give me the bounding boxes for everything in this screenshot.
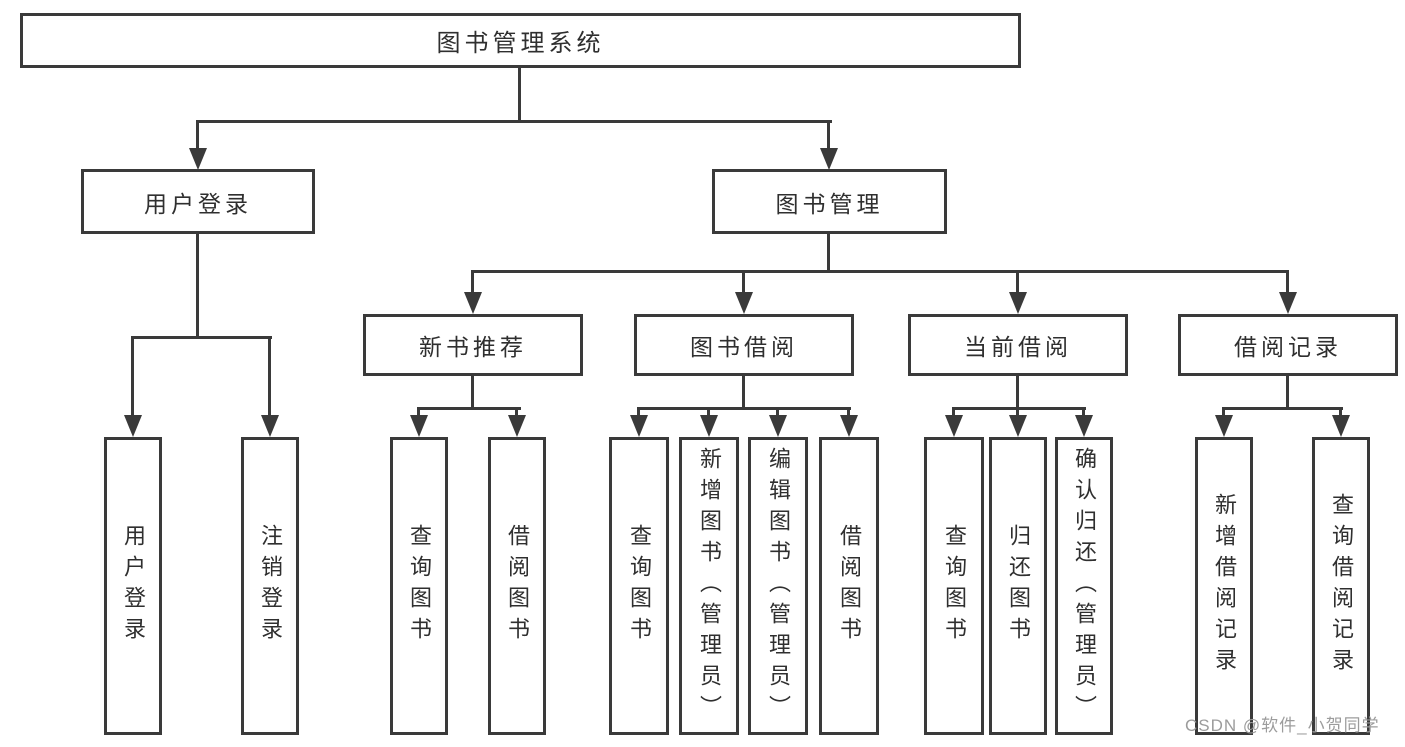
- connector-stem: [417, 407, 420, 417]
- connector-userlogin-bar: [131, 336, 272, 339]
- node-cb-return-books: 归还图书: [989, 437, 1047, 735]
- connector-bookmgmt-bar: [471, 270, 1289, 273]
- arrowhead-down-icon: [1332, 415, 1350, 437]
- arrowhead-down-icon: [1009, 292, 1027, 314]
- arrowhead-down-icon: [1009, 415, 1027, 437]
- node-book-management: 图书管理: [712, 169, 947, 234]
- arrowhead-down-icon: [1215, 415, 1233, 437]
- connector-bb-drop: [742, 376, 745, 410]
- connector-br-drop: [1286, 376, 1289, 410]
- connector-cb-drop: [1016, 376, 1019, 410]
- node-br-query-record: 查询借阅记录: [1312, 437, 1370, 735]
- arrowhead-down-icon: [124, 415, 142, 437]
- connector-nbr-bar: [417, 407, 521, 410]
- arrowhead-down-icon: [410, 415, 428, 437]
- connector-stem: [515, 407, 518, 417]
- node-cb-query-books: 查询图书: [924, 437, 984, 735]
- node-user-login: 用户登录: [81, 169, 315, 234]
- connector-stem: [268, 336, 271, 419]
- arrowhead-down-icon: [1279, 292, 1297, 314]
- node-cb-confirm-return-admin: 确认归还（管理员）: [1055, 437, 1113, 735]
- node-bb-query-books: 查询图书: [609, 437, 669, 735]
- connector-root-bar: [196, 120, 832, 123]
- arrowhead-down-icon: [820, 148, 838, 170]
- arrowhead-down-icon: [700, 415, 718, 437]
- connector-stem: [1016, 270, 1019, 296]
- connector-stem: [827, 120, 830, 152]
- arrowhead-down-icon: [1075, 415, 1093, 437]
- connector-stem: [1082, 407, 1085, 417]
- connector-userlogin-drop: [196, 234, 199, 339]
- connector-stem: [707, 407, 710, 417]
- arrowhead-down-icon: [464, 292, 482, 314]
- arrowhead-down-icon: [508, 415, 526, 437]
- arrowhead-down-icon: [189, 148, 207, 170]
- arrowhead-down-icon: [630, 415, 648, 437]
- arrowhead-down-icon: [840, 415, 858, 437]
- connector-stem: [1339, 407, 1342, 417]
- node-bb-add-books-admin: 新增图书（管理员）: [679, 437, 739, 735]
- node-borrow-records: 借阅记录: [1178, 314, 1398, 376]
- connector-root-drop: [518, 68, 521, 123]
- node-nbr-borrow-books: 借阅图书: [488, 437, 546, 735]
- node-book-borrowing: 图书借阅: [634, 314, 854, 376]
- connector-bb-bar: [637, 407, 851, 410]
- connector-stem: [196, 120, 199, 152]
- connector-cb-bar: [952, 407, 1086, 410]
- node-br-add-record: 新增借阅记录: [1195, 437, 1253, 735]
- node-nbr-query-books: 查询图书: [390, 437, 448, 735]
- node-root: 图书管理系统: [20, 13, 1021, 68]
- connector-stem: [471, 270, 474, 296]
- arrowhead-down-icon: [945, 415, 963, 437]
- connector-stem: [1286, 270, 1289, 296]
- arrowhead-down-icon: [769, 415, 787, 437]
- connector-br-bar: [1222, 407, 1343, 410]
- node-bb-borrow-books: 借阅图书: [819, 437, 879, 735]
- node-logout: 注销登录: [241, 437, 299, 735]
- connector-stem: [776, 407, 779, 417]
- node-bb-edit-books-admin: 编辑图书（管理员）: [748, 437, 808, 735]
- connector-bookmgmt-drop: [827, 234, 830, 273]
- connector-stem: [1222, 407, 1225, 417]
- arrowhead-down-icon: [735, 292, 753, 314]
- arrowhead-down-icon: [261, 415, 279, 437]
- connector-stem: [637, 407, 640, 417]
- node-new-book-recommend: 新书推荐: [363, 314, 583, 376]
- connector-nbr-drop: [471, 376, 474, 410]
- connector-stem: [131, 336, 134, 419]
- connector-stem: [847, 407, 850, 417]
- watermark: CSDN @软件_小贺同学: [1185, 716, 1380, 735]
- node-current-borrowing: 当前借阅: [908, 314, 1128, 376]
- connector-stem: [1016, 407, 1019, 417]
- connector-stem: [952, 407, 955, 417]
- connector-stem: [742, 270, 745, 296]
- node-login: 用户登录: [104, 437, 162, 735]
